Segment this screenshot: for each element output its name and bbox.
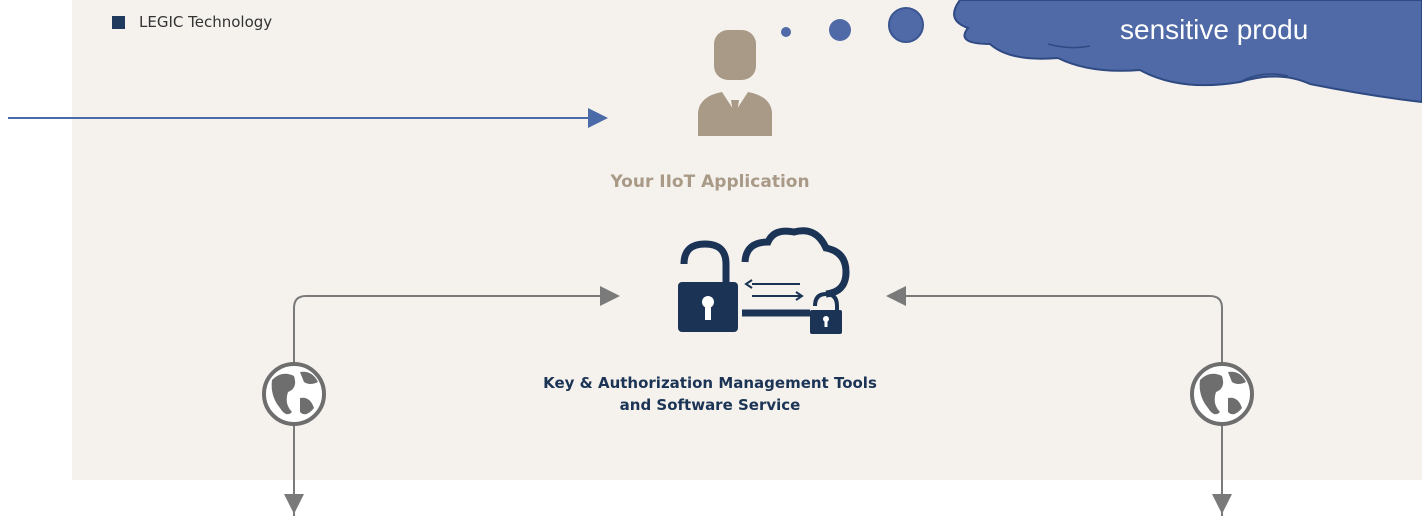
globe-icon-left bbox=[262, 362, 326, 426]
thought-bubbles bbox=[781, 7, 924, 43]
lock-cloud-icon bbox=[678, 227, 850, 334]
key-tools-caption: Key & Authorization Management Tools and… bbox=[520, 372, 900, 416]
legend-label: LEGIC Technology bbox=[139, 13, 273, 31]
thought-cloud bbox=[953, 0, 1422, 104]
key-tools-line1: Key & Authorization Management Tools bbox=[543, 374, 877, 392]
person-icon bbox=[698, 30, 772, 136]
callout-text: sensitive produ bbox=[1120, 14, 1309, 45]
legend: LEGIC Technology bbox=[112, 12, 272, 32]
key-tools-line2: and Software Service bbox=[619, 396, 801, 414]
left-connector bbox=[293, 286, 620, 516]
right-connector bbox=[886, 286, 1223, 516]
legend-swatch bbox=[112, 15, 125, 29]
app-caption: Your IIoT Application bbox=[610, 172, 810, 192]
globe-icon-right bbox=[1190, 362, 1254, 426]
